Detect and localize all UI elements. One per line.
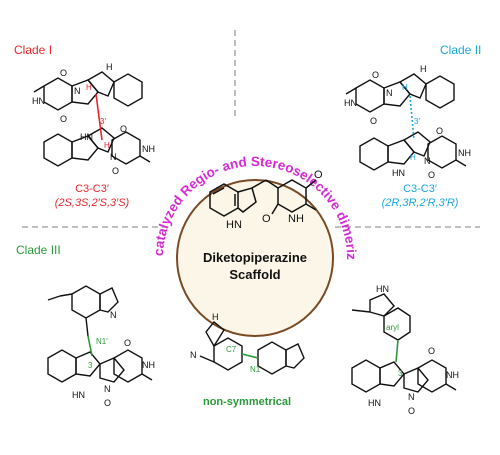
clade-ii-c3-c3p-bond — [409, 95, 415, 141]
center-label-line1: Diketopiperazine — [203, 250, 307, 265]
clade-i-molecule — [33, 71, 151, 167]
clade-iii-aryl-bond — [395, 339, 399, 363]
clade-iii-middle-h: H — [212, 312, 219, 322]
clade-iii-middle-c7-label: C7 — [226, 345, 237, 354]
clade-ii-h2: H — [410, 153, 416, 162]
scaffold-circle — [176, 179, 334, 337]
clade-i-bond: C3-C3′ — [75, 183, 109, 195]
clade-iii-middle-molecule — [199, 321, 305, 375]
clade-iii-left-o1: O — [124, 338, 131, 348]
clade-ii-n2: N — [424, 156, 431, 166]
clade-iii-middle-n1-label: N1 — [250, 365, 261, 374]
clade-i-hn2: HN — [80, 132, 93, 142]
clade-ii-o2: O — [370, 116, 377, 126]
clade-i-stereo: (2S,3S,2′S,3′S) — [55, 197, 130, 209]
clade-iii-c7-n1-bond — [241, 353, 259, 359]
clade-iii-right-o1: O — [428, 346, 435, 356]
clade-ii-molecule — [345, 73, 467, 171]
center-hn-label: HN — [226, 219, 242, 231]
clade-ii-o4: O — [428, 170, 435, 180]
center-nh-label: NH — [288, 213, 304, 225]
clade-i-nh2: NH — [142, 144, 155, 154]
clade-iii-left-n1p-label: N1′ — [96, 337, 108, 346]
clade-iii-right-nh: NH — [446, 370, 459, 380]
clade-iii-nonsym: non-symmetrical — [203, 396, 291, 408]
clade-i-hn1: HN — [32, 96, 45, 106]
clade-iii-left-hn: HN — [72, 390, 85, 400]
clade-iii-left-nh: NH — [142, 360, 155, 370]
center-label-line2: Scaffold — [229, 267, 280, 282]
clade-i-n1: N — [74, 86, 81, 96]
clade-i-c3-c3p-bond — [95, 93, 103, 141]
clade-iii-right-hn: HN — [368, 398, 381, 408]
clade-i-nh-top: H — [106, 62, 113, 72]
clade-ii-bond: C3-C3′ — [403, 183, 437, 195]
clade-ii-hn1: HN — [344, 98, 357, 108]
clade-ii-title: Clade II — [440, 43, 481, 57]
clade-ii-nh-top: H — [420, 64, 427, 74]
clade-ii-o1: O — [372, 70, 379, 80]
clade-iii-right-3-label: 3 — [398, 369, 403, 378]
center-o-label: O — [262, 213, 271, 225]
center-o2-label: O — [314, 169, 323, 181]
clade-i-o1: O — [60, 68, 67, 78]
clade-i-h2: H — [104, 141, 110, 150]
clade-ii-3p-label: 3′ — [414, 117, 420, 126]
clade-iii-right-hn-top: HN — [376, 284, 389, 294]
divider-lines — [22, 30, 480, 228]
clade-i-h1: H — [86, 83, 92, 92]
clade-iii-right-n2: N — [408, 392, 415, 402]
clade-i-o2: O — [60, 114, 67, 124]
clade-iii-left-molecule — [47, 285, 153, 383]
clade-iii-left-3-label: 3 — [88, 361, 93, 370]
clade-ii-n1: N — [386, 88, 393, 98]
clade-ii-h1: H — [402, 83, 408, 92]
clade-iii-left-n-top: N — [110, 310, 117, 320]
clade-i-o4: O — [112, 166, 119, 176]
clade-i-o3: O — [120, 124, 127, 134]
clade-iii-left-o2: O — [104, 398, 111, 408]
clade-iii-left-n2: N — [104, 384, 111, 394]
clade-ii-o3: O — [436, 126, 443, 136]
clade-iii-right-o2: O — [408, 406, 415, 416]
clade-ii-nh2: NH — [458, 148, 471, 158]
clade-i-3p-label: 3′ — [100, 117, 106, 126]
clade-iii-middle-n: N — [190, 350, 197, 360]
clade-iii-n1p-bond — [87, 335, 93, 357]
clade-iii-right-molecule — [351, 293, 457, 393]
clade-ii-stereo: (2R,3R,2′R,3′R) — [382, 197, 459, 209]
clade-i-title: Clade I — [14, 43, 52, 57]
clade-iii-right-aryl-label: aryl — [386, 323, 399, 332]
center-molecule — [209, 179, 317, 217]
clade-ii-hn2: HN — [392, 168, 405, 178]
clade-iii-title: Clade III — [16, 243, 61, 257]
clade-i-n2: N — [110, 152, 117, 162]
